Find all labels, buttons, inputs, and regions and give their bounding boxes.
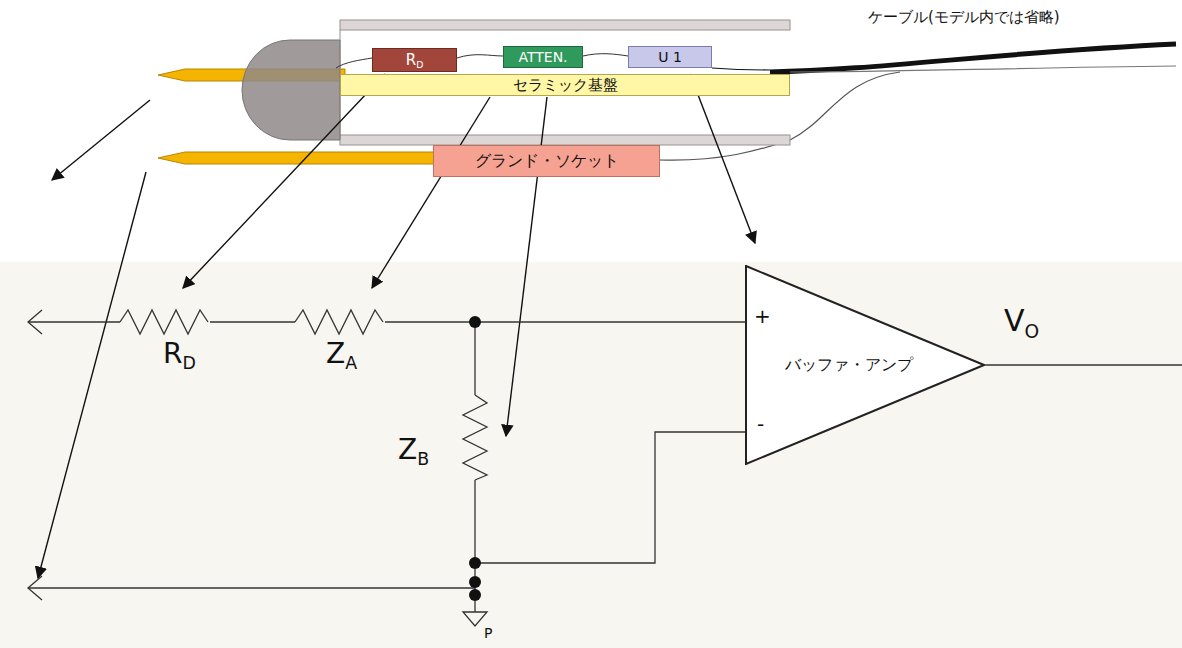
housing-bottom xyxy=(340,135,790,145)
component-label: ZA xyxy=(326,340,357,368)
cable-wire xyxy=(790,66,1176,72)
node-label: ATTEN. xyxy=(518,49,567,65)
ceramic-substrate: セラミック基盤 xyxy=(340,74,790,96)
component-label: ZB xyxy=(398,436,429,464)
node-label: グランド・ソケット xyxy=(475,151,619,172)
ground-tip xyxy=(158,152,440,164)
node-label: U 1 xyxy=(658,49,682,65)
pin-label: - xyxy=(757,414,764,434)
schematic-wires xyxy=(28,310,1182,626)
cable-note: ケーブル(モデル内では省略) xyxy=(868,10,1060,25)
component-label: RD xyxy=(163,340,196,368)
leader-lines xyxy=(38,74,755,578)
node-label: セラミック基盤 xyxy=(513,76,618,95)
housing-top xyxy=(340,20,790,30)
ground-label: P xyxy=(484,626,492,640)
ground-socket: グランド・ソケット xyxy=(433,145,660,177)
resistor-part: RD xyxy=(372,48,457,72)
node-label: RD xyxy=(406,51,424,69)
signal-label: VO xyxy=(1004,306,1039,336)
pin-label: + xyxy=(754,306,771,326)
attenuator-part: ATTEN. xyxy=(503,46,583,68)
schematic-ground xyxy=(0,262,1182,648)
cable xyxy=(770,44,1176,72)
node-label: バッファ・アンプ xyxy=(785,355,913,376)
junction-dots xyxy=(469,316,481,601)
buffer-amplifier: バッファ・アンプ xyxy=(745,265,985,465)
probe-cap xyxy=(242,40,340,140)
amplifier-chip: U 1 xyxy=(628,46,712,68)
